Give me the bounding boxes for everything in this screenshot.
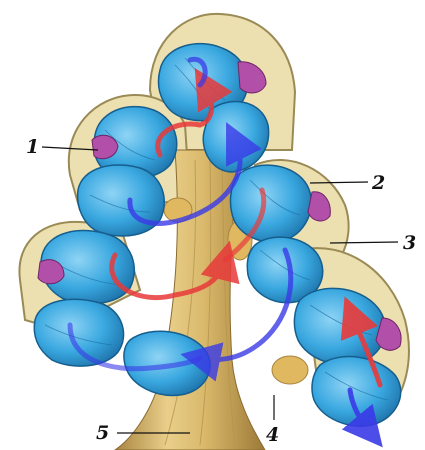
chamber-mid-right-1 <box>231 165 312 242</box>
label-2: 2 <box>371 172 385 194</box>
chamber-left-2 <box>34 299 123 366</box>
label-5: 5 <box>96 422 109 444</box>
label-1: 1 <box>26 136 39 158</box>
label-4: 4 <box>266 424 279 446</box>
label-3: 3 <box>403 232 416 254</box>
